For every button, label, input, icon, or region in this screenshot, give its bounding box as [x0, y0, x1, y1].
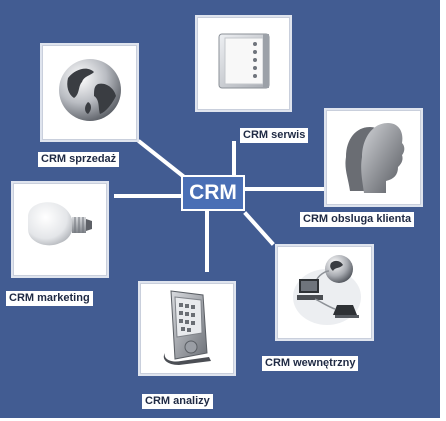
tile-serwis [197, 17, 290, 110]
globe-icon [54, 54, 126, 131]
connector-wewnetrzny [243, 211, 275, 246]
tile-analizy [140, 283, 234, 374]
label-analizy: CRM analizy [142, 394, 213, 409]
binder-icon [211, 28, 277, 99]
tile-obsluga [326, 110, 421, 205]
label-sprzedaz: CRM sprzedaż [38, 152, 120, 167]
label-wewnetrzny: CRM wewnętrzny [262, 356, 359, 371]
label-obsluga: CRM obsluga klienta [300, 212, 415, 227]
connector-sprzedaz [137, 139, 191, 183]
heads-icon [334, 113, 414, 202]
tile-sprzedaz [42, 45, 137, 140]
label-serwis: CRM serwis [240, 128, 309, 143]
pda-icon [157, 287, 217, 370]
crm-hub: CRM [181, 175, 245, 211]
tile-marketing [13, 183, 107, 276]
tile-wewnetrzny [277, 246, 372, 339]
network-icon [283, 249, 367, 336]
lightbulb-icon [22, 197, 98, 262]
label-marketing: CRM marketing [6, 291, 93, 306]
